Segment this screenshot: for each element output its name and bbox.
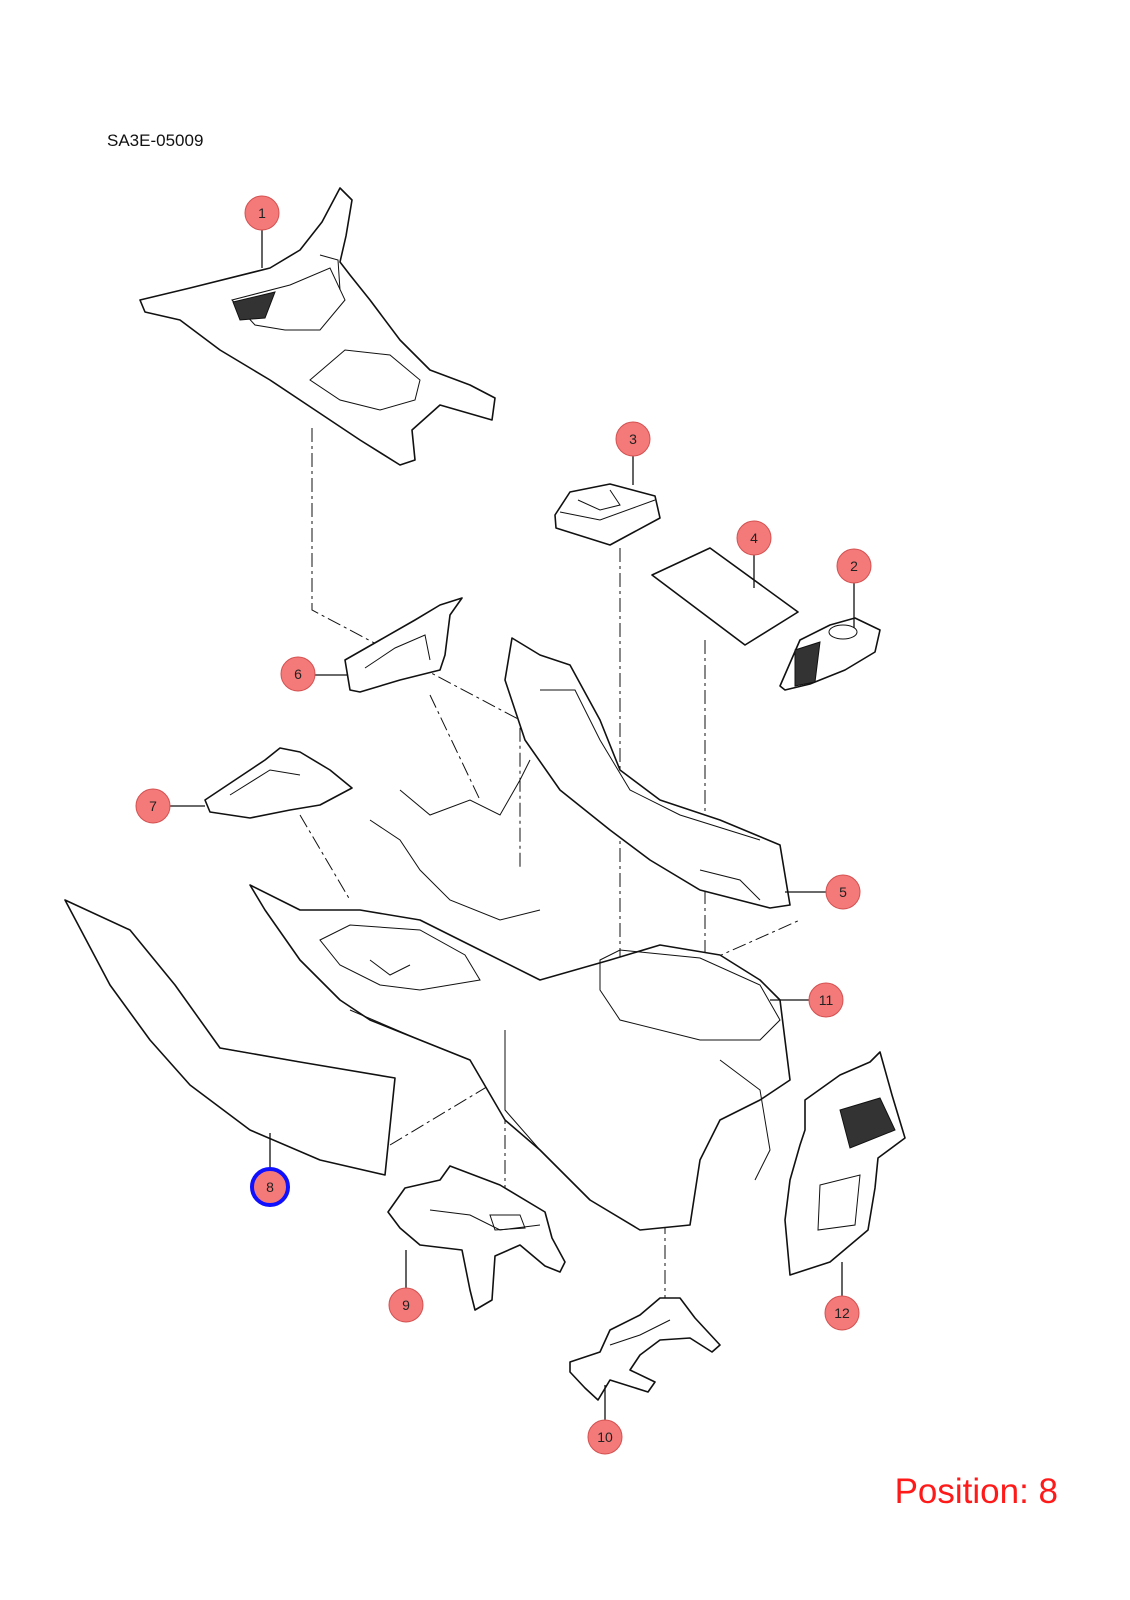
svg-text:4: 4 <box>750 530 758 546</box>
callout-7[interactable]: 7 <box>135 788 171 824</box>
selected-callout-ring <box>250 1167 290 1207</box>
diagram-code: SA3E-05009 <box>107 131 204 150</box>
part-cup-holder <box>779 617 881 691</box>
svg-text:11: 11 <box>819 992 834 1008</box>
svg-text:1: 1 <box>258 205 266 221</box>
part-upper-bezel <box>139 187 496 466</box>
part-lower-panel-8 <box>64 899 396 1176</box>
svg-text:6: 6 <box>294 666 302 682</box>
part-side-panel-5 <box>504 637 791 909</box>
callout-4[interactable]: 4 <box>736 520 772 556</box>
part-bracket-9 <box>387 1165 566 1311</box>
callout-6[interactable]: 6 <box>280 656 316 692</box>
callout-8[interactable]: 8 <box>250 1167 290 1207</box>
part-armrest-pad <box>651 547 799 646</box>
callout-2[interactable]: 2 <box>836 548 872 584</box>
part-trim-panel-6 <box>344 597 463 693</box>
callout-9[interactable]: 9 <box>388 1287 424 1323</box>
svg-text:12: 12 <box>834 1305 850 1321</box>
part-rear-vent-12 <box>784 1051 906 1276</box>
callout-3[interactable]: 3 <box>615 421 651 457</box>
callout-1[interactable]: 1 <box>244 195 280 231</box>
callout-5[interactable]: 5 <box>825 874 861 910</box>
svg-text:8: 8 <box>266 1179 274 1195</box>
part-console-body <box>249 759 791 1231</box>
part-lid <box>554 483 661 546</box>
position-label: Position: 8 <box>894 1472 1058 1511</box>
svg-text:7: 7 <box>149 798 157 814</box>
svg-text:3: 3 <box>629 431 637 447</box>
part-side-trim-7 <box>204 747 353 819</box>
svg-text:5: 5 <box>839 884 847 900</box>
callout-11[interactable]: 11 <box>808 982 844 1018</box>
svg-text:10: 10 <box>597 1429 613 1445</box>
svg-text:9: 9 <box>402 1297 410 1313</box>
leader-lines <box>170 230 855 1420</box>
callout-12[interactable]: 12 <box>824 1295 860 1331</box>
svg-text:2: 2 <box>850 558 858 574</box>
part-bracket-10 <box>569 1297 721 1401</box>
callout-10[interactable]: 10 <box>587 1419 623 1455</box>
